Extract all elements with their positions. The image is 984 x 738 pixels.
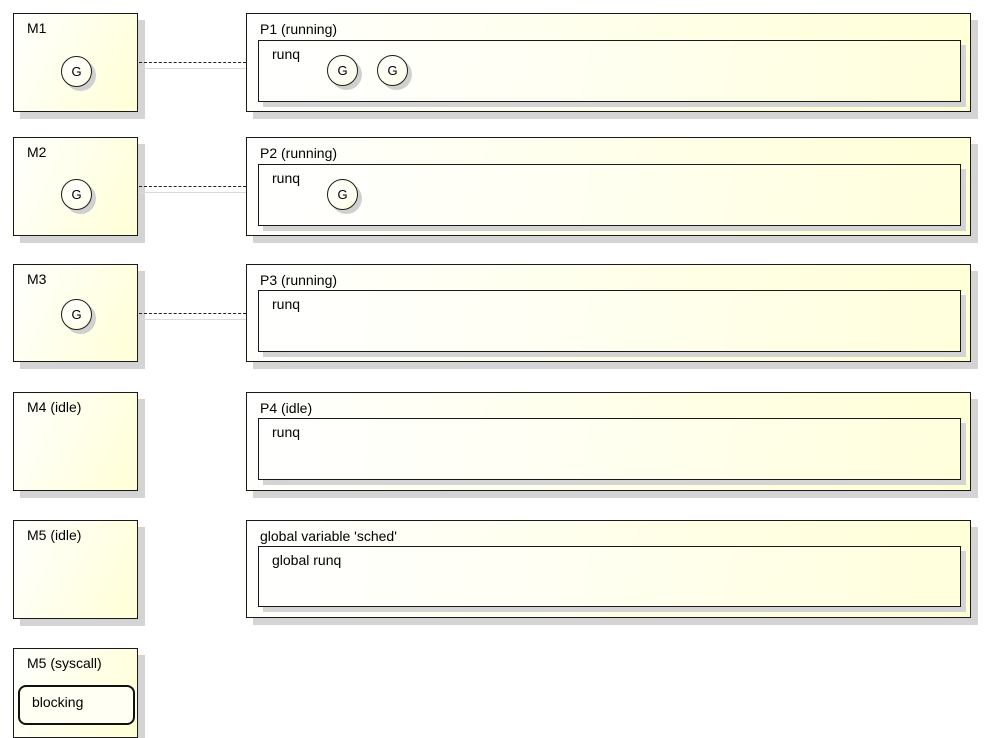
machine-label: M1 bbox=[27, 20, 47, 36]
machine-label: M3 bbox=[27, 271, 47, 287]
machine-m5-idle: M5 (idle) bbox=[13, 520, 138, 619]
goroutine-node: G bbox=[327, 179, 358, 210]
goroutine-node: G bbox=[61, 56, 92, 87]
m2-p2-connector bbox=[139, 186, 246, 187]
processor-p3: P3 (running) runq bbox=[246, 264, 971, 362]
runq-label: runq bbox=[272, 170, 301, 186]
goroutine-node: G bbox=[61, 179, 92, 210]
global-sched: global variable 'sched' global runq bbox=[246, 520, 971, 618]
blocking-label: blocking bbox=[32, 694, 84, 710]
global-runq-label: global runq bbox=[272, 552, 342, 568]
machine-m4: M4 (idle) bbox=[13, 392, 138, 491]
local-runq: runq bbox=[258, 290, 961, 352]
processor-p1: P1 (running) runq G G bbox=[246, 13, 971, 112]
processor-label: P2 (running) bbox=[260, 145, 338, 161]
m1-p1-connector bbox=[139, 62, 246, 63]
runq-label: runq bbox=[272, 296, 301, 312]
global-runq: global runq bbox=[258, 546, 961, 607]
local-runq: runq G bbox=[258, 164, 961, 226]
machine-label: M4 (idle) bbox=[27, 399, 82, 415]
machine-label: M2 bbox=[27, 144, 47, 160]
processor-label: P3 (running) bbox=[260, 272, 338, 288]
m3-p3-connector bbox=[139, 313, 246, 314]
runq-label: runq bbox=[272, 424, 301, 440]
connector-shadow bbox=[140, 192, 246, 193]
local-runq: runq bbox=[258, 418, 961, 480]
processor-p2: P2 (running) runq G bbox=[246, 137, 971, 236]
connector-shadow bbox=[140, 319, 246, 320]
machine-m2: M2 G bbox=[13, 137, 138, 236]
machine-label: M5 (syscall) bbox=[27, 655, 102, 671]
processor-label: P4 (idle) bbox=[260, 400, 313, 416]
machine-m1: M1 G bbox=[13, 13, 138, 112]
goroutine-node: G bbox=[377, 55, 408, 86]
goroutine-node: G bbox=[327, 55, 358, 86]
blocking-state: blocking bbox=[18, 685, 135, 725]
processor-p4: P4 (idle) runq bbox=[246, 392, 971, 491]
connector-shadow bbox=[140, 68, 246, 69]
machine-m5-syscall: M5 (syscall) blocking bbox=[13, 648, 138, 738]
runq-label: runq bbox=[272, 46, 301, 62]
goroutine-node: G bbox=[61, 299, 92, 330]
machine-m3: M3 G bbox=[13, 264, 138, 362]
sched-label: global variable 'sched' bbox=[260, 528, 397, 544]
processor-label: P1 (running) bbox=[260, 21, 338, 37]
machine-label: M5 (idle) bbox=[27, 527, 82, 543]
local-runq: runq G G bbox=[258, 40, 961, 102]
